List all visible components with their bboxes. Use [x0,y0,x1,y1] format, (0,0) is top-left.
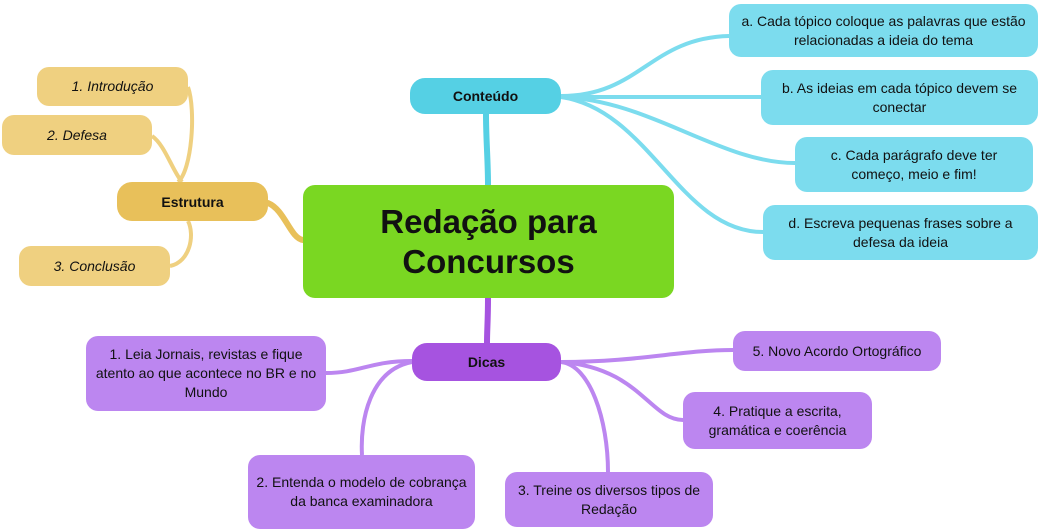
link-conteudo-d [560,95,764,234]
leaf-dicas-2[interactable]: 2. Entenda o modelo de cobrança da banca… [248,455,475,529]
leaf-dicas-3[interactable]: 3. Treine os diversos tipos de Redação [505,472,713,527]
branch-dicas[interactable]: Dicas [412,343,561,381]
link-estrutura-conclusao [169,220,193,268]
central-topic[interactable]: Redação para Concursos [303,185,674,298]
link-center-estrutura [265,200,306,243]
leaf-estrutura-conclusao[interactable]: 3. Conclusão [19,246,170,286]
link-dicas-5 [560,348,734,364]
leaf-conteudo-a[interactable]: a. Cada tópico coloque as palavras que e… [729,4,1038,57]
link-dicas-3 [560,360,610,473]
leaf-estrutura-defesa[interactable]: 2. Defesa [2,115,152,155]
leaf-dicas-4[interactable]: 4. Pratique a escrita, gramática e coerê… [683,392,872,449]
link-conteudo-c [560,95,796,165]
link-dicas-2 [359,360,413,456]
leaf-conteudo-d[interactable]: d. Escreva pequenas frases sobre a defes… [763,205,1038,260]
branch-conteudo[interactable]: Conteúdo [410,78,561,114]
link-conteudo-a [560,34,730,98]
leaf-conteudo-b[interactable]: b. As ideias em cada tópico devem se con… [761,70,1038,125]
leaf-dicas-5[interactable]: 5. Novo Acordo Ortográfico [733,331,941,371]
link-dicas-1 [325,359,413,375]
leaf-conteudo-c[interactable]: c. Cada parágrafo deve ter começo, meio … [795,137,1033,192]
link-dicas-4 [560,360,684,422]
link-estrutura-intro [176,86,195,184]
link-estrutura-defesa [150,134,184,184]
branch-estrutura[interactable]: Estrutura [117,182,268,221]
leaf-estrutura-introducao[interactable]: 1. Introdução [37,67,188,106]
leaf-dicas-1[interactable]: 1. Leia Jornais, revistas e fique atento… [86,336,326,411]
link-center-conteudo [483,111,491,188]
link-center-dicas [484,295,491,346]
